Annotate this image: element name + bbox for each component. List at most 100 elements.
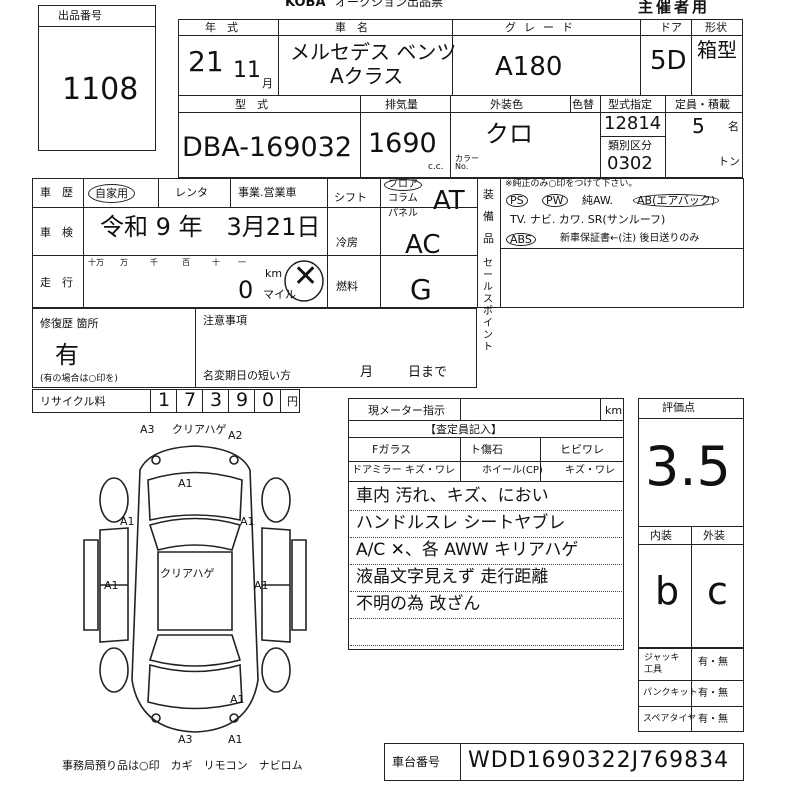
year-value: 21 (188, 45, 224, 78)
type-designation-value: 12814 (604, 113, 662, 134)
inspector-note-line: 液晶文字見えず 走行距離 (356, 567, 549, 587)
fuel-label: 燃料 (336, 280, 358, 293)
inspection-value: 令和 9 年 3月21日 (100, 213, 321, 241)
notes-label: 注意事項 (203, 314, 247, 327)
mileage-value: 0 (238, 276, 254, 304)
short-change-label: 名変期日の短い方 (203, 369, 291, 382)
equip-airbag: AB(エアバック) (633, 194, 720, 207)
mileage-digit-label: 千 (150, 258, 158, 267)
tool-jack-label: ジャッキ工具 (644, 653, 680, 675)
inspector-mirror: ドアミラー キズ・ワレ (352, 465, 455, 476)
change-month: 月 (360, 365, 374, 380)
doors-label: ドア (660, 21, 682, 34)
exterior-label: 外装 (703, 529, 725, 542)
recycle-box (32, 389, 300, 413)
repair-box (32, 308, 477, 388)
damage-mark: クリアハゲ (172, 423, 227, 436)
make-label: 車 名 (335, 21, 368, 34)
exterior-value: c (707, 569, 728, 613)
year-label: 年 式 (205, 21, 238, 34)
inspector-crack: ヒビワレ (560, 443, 604, 456)
ac-value: AC (405, 230, 441, 260)
color-label: 外装色 (490, 98, 523, 111)
fuel-value: G (410, 273, 432, 306)
inspector-wheel-damage: キズ・ワレ (565, 465, 615, 476)
damage-mark: A1 (240, 515, 255, 528)
grade-value: A180 (495, 52, 563, 82)
inspector-label: 【査定員記入】 (425, 423, 502, 436)
change-day: 日まで (408, 365, 448, 380)
month-unit: 月 (262, 77, 273, 90)
model-label: 型 式 (235, 98, 268, 111)
office-note: 事務局預り品は○印 カギ リモコン ナビロム (62, 759, 303, 772)
damage-mark: A1 (120, 515, 135, 528)
damage-mark: A2 (228, 429, 243, 442)
doors-value: 5D (650, 46, 687, 76)
ac-label: 冷房 (336, 236, 358, 249)
recycle-digit: 3 (210, 389, 223, 411)
history-option-rental: レンタ (175, 186, 208, 199)
color-no-label: カラー No. (455, 154, 479, 171)
lot-box (38, 5, 156, 151)
model-value: DBA-169032 (182, 132, 353, 163)
history-label: 車 歴 (40, 186, 73, 199)
mileage-unit-km: km (265, 267, 283, 280)
history-option-business: 事業.営業車 (238, 186, 297, 199)
equip-row2: TV. ナビ. カワ. SR(サンルーフ) (510, 213, 666, 226)
lot-label: 出品番号 (58, 9, 102, 22)
rating-value: 3.5 (645, 435, 731, 498)
tool-spare-label: スペアタイヤ (643, 714, 697, 724)
meter-label: 現メーター指示 (368, 404, 445, 417)
damage-mark: A1 (178, 477, 193, 490)
displacement-unit: c.c. (428, 162, 444, 172)
equip-aw: 純AW. (582, 194, 614, 207)
class-label: 類別区分 (608, 139, 652, 152)
repaint-label: 色替 (572, 98, 594, 111)
inspector-note-line: 車内 汚れ、キズ、におい (356, 486, 549, 506)
lot-number: 1108 (62, 72, 139, 107)
interior-value: b (655, 569, 680, 613)
equipment-side-label: 装備品 (483, 188, 494, 245)
type-designation-label: 型式指定 (608, 98, 652, 111)
shift-value: AT (433, 186, 465, 216)
grade-label: グレード (505, 21, 581, 34)
month-value: 11 (233, 58, 261, 83)
tool-puncture-value: 有・無 (698, 688, 728, 699)
brand-logo: KOBA (285, 0, 326, 10)
copy-label: 主催者用 (638, 0, 711, 16)
chassis-box (384, 743, 744, 781)
equip-row3: 新車保証書←(注) 後日送りのみ (560, 233, 700, 244)
equip-pw: PW (542, 194, 568, 207)
mileage-unit-mile: マイル (263, 288, 296, 301)
tool-puncture-label: パンクキット (643, 688, 698, 698)
ton-unit: トン (718, 155, 740, 168)
sales-point-label: セールスポイント (483, 258, 493, 353)
shift-option-floor: フロア (384, 179, 422, 191)
equipment-note: ※純正のみ○印をつけて下さい。 (505, 179, 638, 189)
repair-label: 修復歴 箇所 (40, 317, 99, 330)
damage-mark: A1 (254, 579, 269, 592)
inspection-label: 車 検 (40, 226, 73, 239)
recycle-digit: 1 (158, 389, 171, 411)
recycle-digit: 7 (184, 389, 197, 411)
displacement-value: 1690 (368, 128, 437, 159)
history-option-private: 自家用 (88, 184, 135, 203)
interior-label: 内装 (650, 529, 672, 542)
mileage-digit-label: 百 (182, 258, 190, 267)
capacity-label: 定員・積載 (675, 98, 730, 111)
damage-mark: A1 (228, 733, 243, 746)
class-value: 0302 (607, 153, 653, 174)
inspector-fglass: Fガラス (372, 443, 412, 456)
damage-mark: クリアハゲ (160, 567, 215, 580)
capacity-unit: 名 (728, 120, 739, 133)
inspector-note-line: ハンドルスレ シートヤブレ (356, 513, 566, 533)
rating-label: 評価点 (662, 401, 695, 414)
mileage-digit-label: 十 (212, 258, 220, 267)
displacement-label: 排気量 (385, 98, 418, 111)
form-title: オークション出品票 (335, 0, 444, 9)
inspector-stone: ト傷石 (470, 443, 503, 456)
inspector-note-line: A/C ✕、各 AWW キリアハゲ (356, 540, 579, 560)
make-line1: メルセデス ベンツ (290, 40, 457, 64)
mileage-digit-label: 万 (120, 258, 128, 267)
chassis-label: 車台番号 (392, 755, 441, 769)
